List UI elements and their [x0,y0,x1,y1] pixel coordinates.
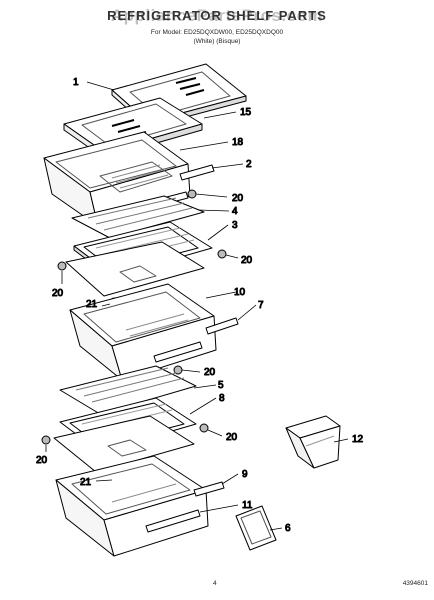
part-20-clip-lower-right [199,423,209,433]
part-20-clip [187,189,197,199]
part-2-drawer-rail [179,164,215,181]
part-5-glass-cover [59,365,197,415]
callout-20-f: 20 [36,455,48,466]
page-number: 4 [213,580,217,587]
part-7-drawer-rail [205,317,239,335]
callout-8: 8 [219,393,225,404]
lower-frame-tray [53,415,195,473]
callout-9: 9 [242,469,248,480]
part-20-clip-right [217,249,227,259]
document-number: 4394601 [402,580,428,587]
callout-21-a: 21 [86,299,98,310]
part-4-glass-cover [71,195,205,239]
callout-20-c: 20 [52,288,64,299]
callout-4: 4 [232,206,238,217]
callout-7: 7 [258,300,264,311]
watermark: AppliancePartsPros.com [110,6,324,25]
callout-20-a: 20 [232,193,244,204]
callout-2: 2 [246,159,252,170]
part-20-clip-lower-left [41,435,51,445]
part-11-rail [145,509,201,533]
callout-12: 12 [352,434,364,445]
leader-lines [45,81,349,531]
callout-18: 18 [232,137,244,148]
color-line: (White) (Bisque) [193,38,241,45]
part-9-bottom-drawer [55,455,209,557]
callout-1: 1 [73,77,79,88]
part-10-crisper-drawer [69,283,217,381]
callout-20-e: 20 [226,432,238,443]
callout-6: 6 [285,523,291,534]
part-20-clip-left [57,261,67,271]
rail-lower [153,341,203,363]
callout-21-b: 21 [80,477,92,488]
callout-11: 11 [242,500,253,511]
callout-15: 15 [240,107,252,118]
part-9-rail [193,481,225,497]
callout-20-d: 20 [204,367,216,378]
part-12-door-bin [285,415,341,469]
callout-3: 3 [232,220,238,231]
part-6-panel [235,505,277,551]
page-title: REFRIGERATOR SHELF PARTS [107,8,327,23]
callout-5: 5 [218,380,224,391]
model-line: For Model: ED25DQXDW00, ED25DQXDQ00 [150,29,284,36]
callout-20-b: 20 [241,255,253,266]
drawer-frame-tray [65,241,205,297]
callout-10: 10 [234,287,246,298]
